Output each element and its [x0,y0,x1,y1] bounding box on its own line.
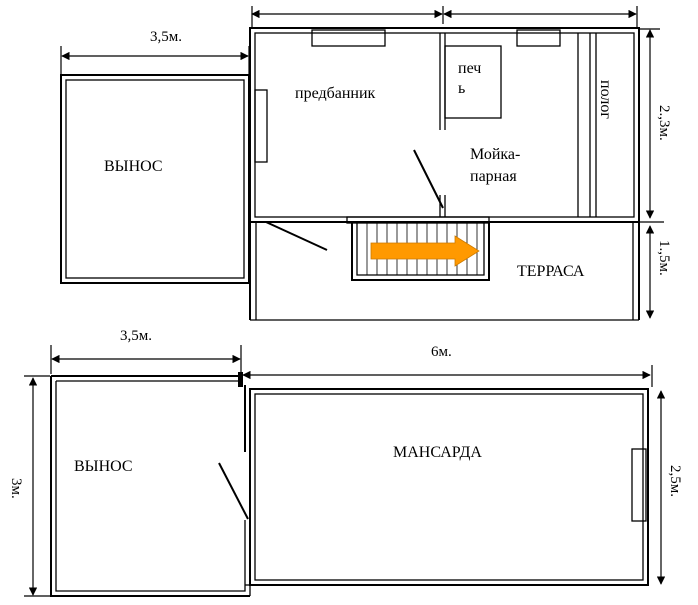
bottom-dimensions [24,345,666,597]
bottom-post [238,372,243,387]
pech-label-1: печ [458,60,481,77]
top-window-left [311,29,386,47]
top-partition [439,33,446,217]
terrasa-label: ТЕРРАСА [517,263,585,280]
bottom-plan: ВЫНОС МАНСАРДА 3,5м. 6м. 3м. 2,5м. [8,328,683,597]
bottom-door-swing [218,462,249,520]
door-swing-inner [413,149,444,209]
mansarda-label: МАНСАРДА [393,444,482,461]
pech-label-2: ь [458,80,465,97]
top-vynos-dim-label: 3,5м. [150,29,182,45]
moyka-label-1: Мойка- [470,146,520,163]
top-vynos-room [60,74,250,284]
bottom-vynos-dim-label: 3,5м. [120,328,152,344]
bottom-mansarda-room [244,385,649,586]
moyka-label-2: парная [470,168,517,185]
bottom-left-dim-label: 3м. [8,478,24,499]
top-vynos-label: ВЫНОС [104,158,163,175]
top-window-right [516,29,561,47]
top-dimensions [60,6,664,319]
stair-direction-arrow [370,235,480,267]
bottom-vynos-room [50,375,251,597]
bottom-right-dim-label: 2,5м. [667,465,683,497]
top-window-side [254,89,268,163]
bottom-window [631,448,647,522]
bottom-total-dim-label: 6м. [431,344,452,360]
top-polog-wall [577,33,597,217]
stove [444,45,502,119]
bottom-vynos-label: ВЫНОС [74,458,133,475]
top-plan: ВЫНОС предбанник печ ь Мойка- парная пол… [60,6,672,321]
top-right-upper-dim-label: 2.,3м. [656,105,672,141]
door-swing-lower [265,221,328,251]
polog-label: полог [597,80,614,119]
top-right-lower-dim-label: 1.,5м. [656,240,672,276]
predbannik-label: предбанник [295,85,376,102]
